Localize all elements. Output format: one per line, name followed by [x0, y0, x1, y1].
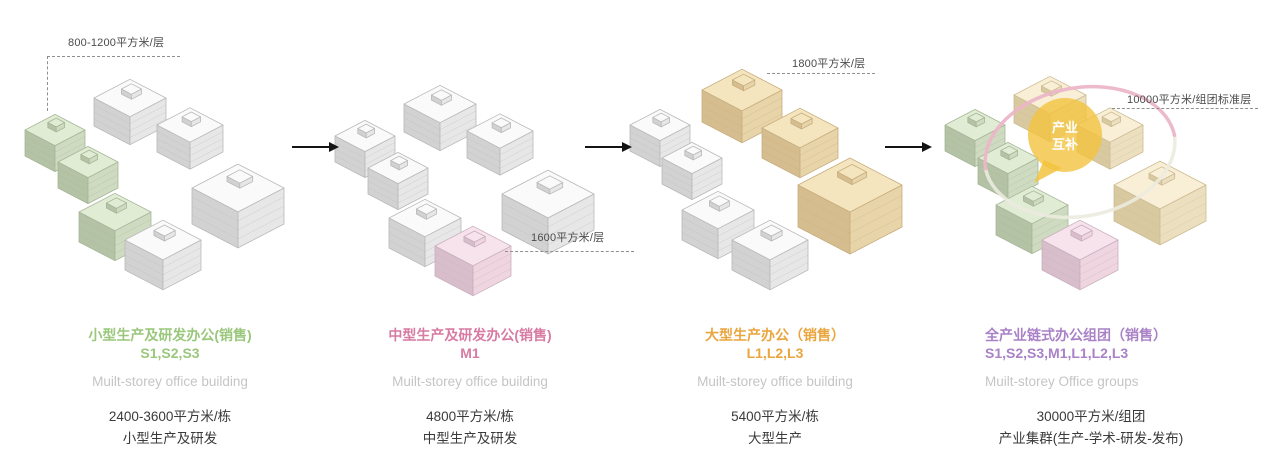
- building: [661, 142, 723, 201]
- caption-medium-title: 中型生产及研发办公(销售): [388, 327, 552, 343]
- caption-small-area: 2400-3600平方米/栋: [108, 409, 232, 424]
- caption-large-description: 大型生产: [748, 431, 802, 446]
- caption-small-units: S1,S2,S3: [140, 345, 200, 361]
- caption-medium-units: M1: [460, 345, 480, 361]
- caption-large: 大型生产办公（销售） L1,L2,L3 Muilt-storey office …: [625, 326, 925, 448]
- flow-arrow-2: [585, 142, 632, 152]
- flow-arrow-3: [885, 142, 932, 152]
- caption-small: 小型生产及研发办公(销售) S1,S2,S3 Muilt-storey offi…: [20, 326, 320, 448]
- caption-large-area: 5400平方米/栋: [731, 409, 819, 424]
- building: [191, 163, 285, 249]
- building: [367, 152, 429, 211]
- building-cluster-small: [24, 78, 285, 291]
- caption-large-title: 大型生产办公（销售）: [705, 327, 845, 343]
- flow-arrow-1: [292, 142, 339, 152]
- building: [797, 157, 903, 255]
- building: [761, 107, 839, 179]
- building: [156, 107, 224, 170]
- caption-medium: 中型生产及研发办公(销售) M1 Muilt-storey office bui…: [320, 326, 620, 448]
- caption-large-english: Muilt-storey office building: [697, 374, 853, 389]
- caption-group-description: 产业集群(生产-学术-研发-发布): [998, 431, 1184, 446]
- building: [731, 219, 809, 291]
- caption-large-units: L1,L2,L3: [746, 345, 804, 361]
- building: [124, 219, 202, 291]
- caption-group: 全产业链式办公组团（销售） S1,S2,S3,M1,L1,L2,L3 Muilt…: [985, 326, 1197, 448]
- annotation-leader-small-v: [47, 56, 48, 111]
- caption-group-area: 30000平方米/组团: [1036, 409, 1146, 424]
- building: [1041, 219, 1119, 291]
- annotation-label-group: 10000平方米/组团标准层: [1127, 94, 1252, 106]
- building: [434, 225, 512, 297]
- annotation-label-medium: 1600平方米/层: [531, 232, 605, 244]
- annotation-leader-medium: [505, 251, 634, 252]
- annotation-leader-large: [767, 73, 875, 74]
- synergy-bubble: 产业 互补: [1028, 98, 1102, 183]
- building: [701, 68, 783, 144]
- caption-group-title: 全产业链式办公组团（销售）: [985, 327, 1167, 343]
- annotation-leader-group: [1112, 108, 1258, 109]
- caption-small-title: 小型生产及研发办公(销售): [88, 327, 252, 343]
- building-cluster-group: 产业 互补: [944, 75, 1207, 291]
- caption-group-english: Muilt-storey Office groups: [985, 374, 1139, 389]
- bubble-text-line2: 互补: [1052, 137, 1078, 152]
- bubble-text-line1: 产业: [1052, 120, 1078, 135]
- building: [501, 169, 595, 255]
- building: [57, 146, 119, 205]
- building-cluster-medium: [334, 84, 595, 297]
- caption-medium-description: 中型生产及研发: [422, 431, 518, 446]
- building: [403, 84, 477, 152]
- caption-medium-area: 4800平方米/栋: [426, 409, 514, 424]
- caption-small-description: 小型生产及研发: [122, 431, 218, 446]
- building: [93, 78, 167, 146]
- caption-group-units: S1,S2,S3,M1,L1,L2,L3: [985, 345, 1129, 361]
- caption-small-english: Muilt-storey office building: [92, 374, 248, 389]
- annotation-leader-small-h: [47, 56, 180, 57]
- building: [466, 113, 534, 176]
- annotation-label-small: 800-1200平方米/层: [68, 37, 165, 49]
- building-cluster-large: [629, 68, 903, 291]
- caption-medium-english: Muilt-storey office building: [392, 374, 548, 389]
- building: [681, 190, 755, 260]
- annotation-label-large: 1800平方米/层: [792, 58, 866, 70]
